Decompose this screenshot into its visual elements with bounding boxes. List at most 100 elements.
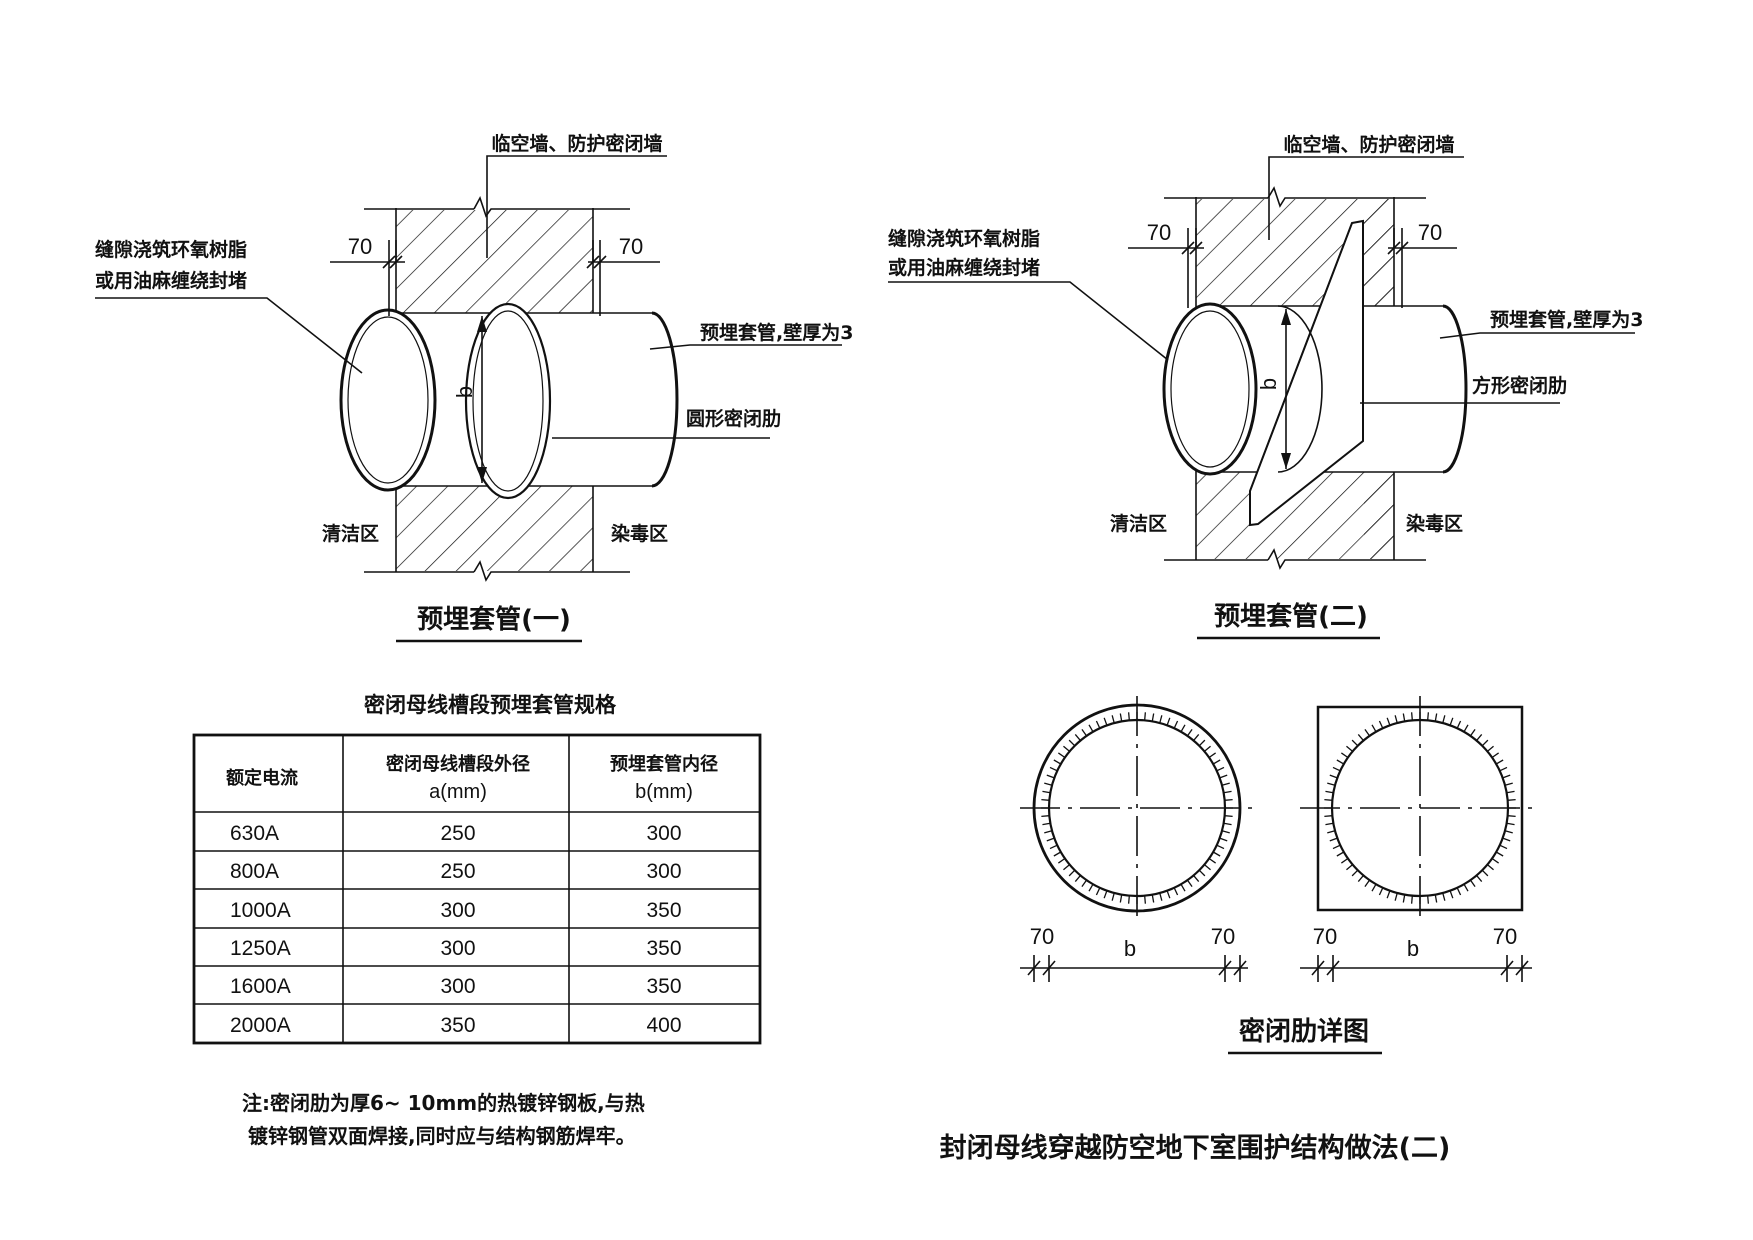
weld-tick [1410,895,1413,904]
weld-tick [1507,815,1516,818]
weld-tick [1186,879,1193,888]
dim-70-left-2: 70 [1147,220,1171,245]
round-rib-dimensions: 70 b 70 [1020,924,1248,982]
rib-detail: 70 b 70 70 b 70 密闭肋详图 [1020,696,1540,1055]
weld-tick [1325,790,1334,794]
dim-b-label: b [452,386,477,398]
weld-tick [1324,798,1333,801]
weld-tick [1456,720,1462,729]
weld-tick [1095,887,1101,896]
weld-tick [1371,883,1377,892]
table-cell: 1600A [230,975,291,998]
weld-tick [1491,857,1500,864]
weld-tick [1495,759,1504,765]
weld-tick [1410,712,1413,721]
weld-tick [1332,766,1341,772]
seal-label-2b: 或用油麻缠绕封堵 [888,256,1040,279]
weld-tick [1042,790,1051,794]
weld-tick [1053,851,1062,857]
wall-label-1: 临空墙、防护密闭墙 [491,132,662,155]
contaminated-zone-2: 染毒区 [1406,512,1463,535]
weld-tick [1221,782,1230,786]
weld-tick [1507,798,1516,801]
weld-tick [1476,874,1483,882]
dimension-70-1: 70 70 [330,234,660,316]
seal-label-1a: 缝隙浇筑环氧树脂 [95,238,247,261]
weld-tick [1427,895,1430,904]
square-dim-b: b [1407,936,1419,961]
table-header-busway-od: 密闭母线槽段外径 [386,753,530,775]
weld-tick [1481,739,1489,747]
weld-tick [1144,895,1147,904]
weld-tick [1336,759,1345,765]
dim-70-right-2: 70 [1418,220,1442,245]
weld-tick [1044,782,1053,786]
wall-label-2: 临空墙、防护密闭墙 [1283,133,1454,156]
weld-tick [1049,844,1058,850]
leader-wall-2 [1268,156,1464,240]
embedded-sleeve-1 [339,302,679,500]
weld-tick [1057,752,1066,759]
table-title: 密闭母线槽段预埋套管规格 [364,693,617,717]
weld-tick [1491,752,1500,759]
weld-tick [1351,739,1359,747]
round-dim-right: 70 [1211,924,1235,949]
weld-tick [1340,857,1349,864]
table-header-sleeve-id: 预埋套管内径 [610,753,718,775]
table-cell: 350 [440,1014,475,1037]
weld-tick [1208,857,1217,864]
caption-2: 预埋套管(二) [1214,602,1368,632]
weld-tick [1224,798,1233,801]
weld-tick [1041,815,1050,818]
spec-table: 密闭母线槽段预埋套管规格 额定电流 密闭母线槽段外径 a(mm) 预埋套管内径 … [192,693,762,1045]
weld-tick [1127,895,1130,904]
weld-tick [1504,830,1513,834]
dim-70-right: 70 [619,234,643,259]
leader-sleeve-2 [1439,332,1635,339]
table-cell: 300 [646,822,681,845]
weld-tick [1111,715,1115,724]
embedded-sleeve-2 [1162,219,1468,527]
square-dim-right: 70 [1493,924,1517,949]
weld-tick [1151,894,1155,903]
weld-tick [1434,713,1438,722]
table-cell: 350 [646,975,681,998]
weld-tick [1103,890,1108,899]
weld-tick [1364,728,1371,737]
note-line-2: 镀锌钢管双面焊接,同时应与结构钢筋焊牢。 [248,1124,636,1148]
weld-tick [1357,734,1364,742]
weld-tick [1042,822,1051,826]
table-header-busway-od-unit: a(mm) [429,781,487,803]
weld-tick [1095,720,1101,729]
weld-tick [1074,734,1081,742]
rib-label-2: 方形密闭肋 [1472,374,1567,397]
weld-tick [1219,837,1228,842]
weld-tick [1442,892,1446,901]
weld-tick [1386,717,1391,726]
weld-tick [1351,869,1359,877]
round-rib-detail [1020,696,1252,922]
weld-tick [1371,724,1377,733]
weld-tick [1193,874,1200,882]
weld-tick [1340,752,1349,759]
weld-tick [1119,713,1123,722]
weld-tick [1329,837,1338,842]
table-cell: 800A [230,860,279,883]
weld-tick [1212,851,1221,857]
sleeve-opening-1 [339,308,437,492]
weld-tick [1469,879,1476,888]
weld-tick [1159,715,1163,724]
clean-zone-2: 清洁区 [1110,512,1167,535]
weld-tick [1486,745,1494,752]
sleeve-opening-2 [1162,302,1258,476]
detail-caption: 密闭肋详图 [1239,1016,1369,1047]
weld-tick [1327,830,1336,834]
weld-tick [1469,728,1476,737]
dimension-70-2: 70 70 [1128,220,1457,308]
weld-tick [1046,774,1055,779]
table-cell: 350 [646,937,681,960]
dim-b-label-2: b [1256,378,1281,390]
leader-seal-2 [888,281,1169,361]
round-seal-rib [464,302,552,500]
weld-tick [1166,890,1171,899]
